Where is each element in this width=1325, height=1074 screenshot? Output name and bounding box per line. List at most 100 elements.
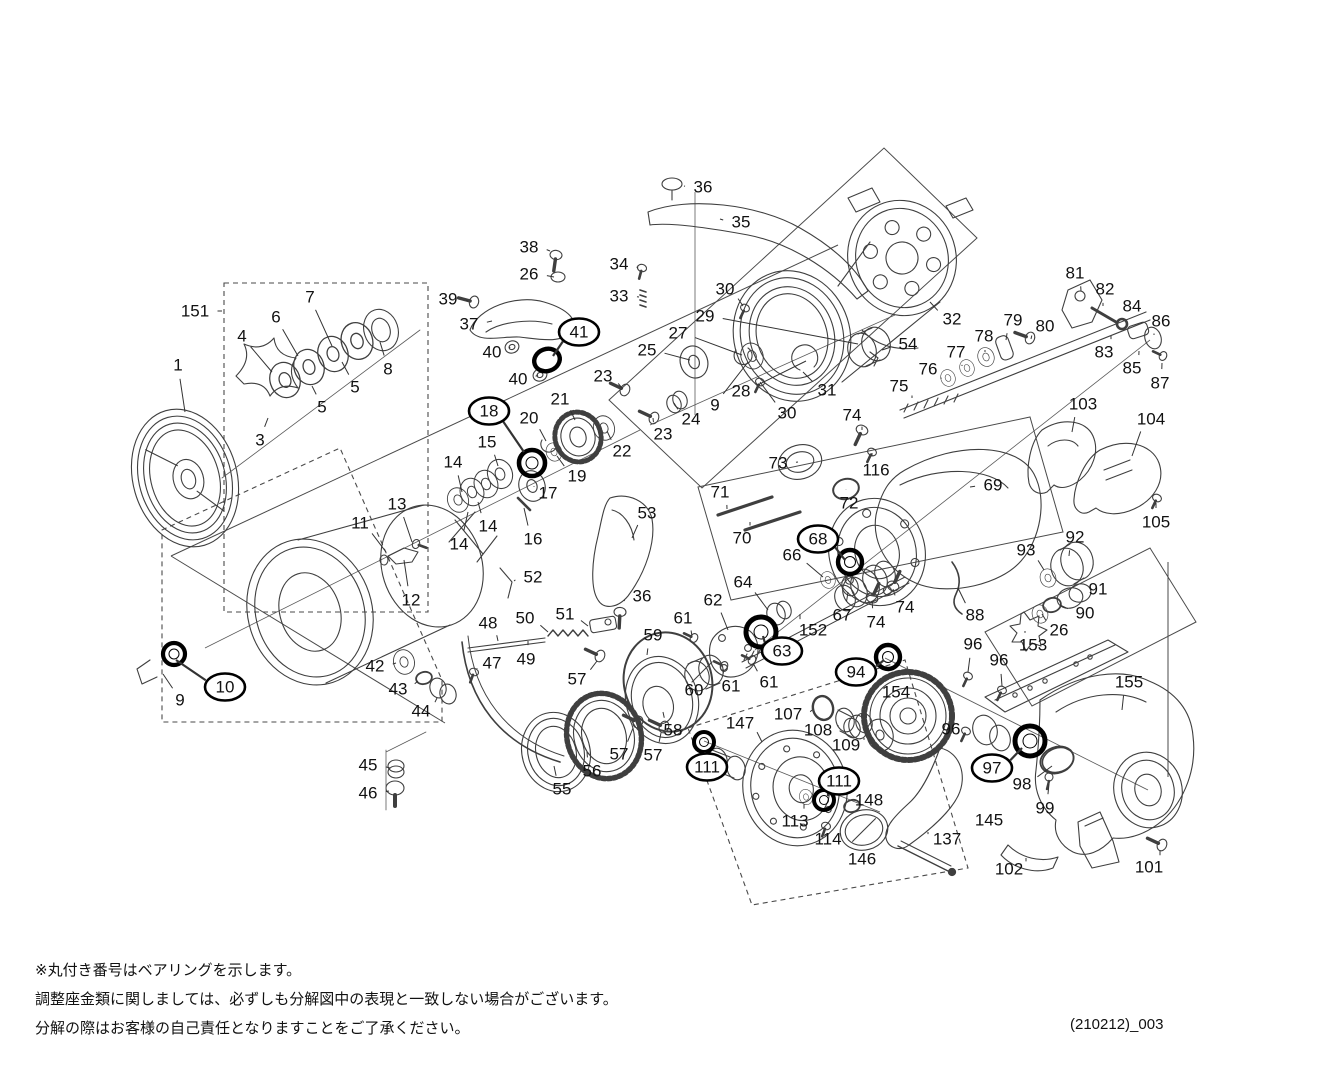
svg-text:79: 79 xyxy=(1004,311,1023,330)
part-label-31: 31 xyxy=(802,371,836,400)
svg-text:88: 88 xyxy=(966,606,985,625)
svg-text:147: 147 xyxy=(726,714,754,733)
svg-text:57: 57 xyxy=(610,745,629,764)
part-label-52: 52 xyxy=(513,568,542,587)
svg-text:62: 62 xyxy=(704,591,723,610)
svg-text:84: 84 xyxy=(1123,297,1142,316)
svg-text:56: 56 xyxy=(583,762,602,781)
svg-text:19: 19 xyxy=(568,467,587,486)
svg-text:3: 3 xyxy=(255,431,264,450)
part-label-102: 102 xyxy=(995,858,1027,879)
part-label-53: 53 xyxy=(631,504,656,539)
svg-text:70: 70 xyxy=(733,529,752,548)
svg-text:80: 80 xyxy=(1036,317,1055,336)
svg-text:97: 97 xyxy=(983,759,1002,778)
svg-text:103: 103 xyxy=(1069,395,1097,414)
part-label-116: 116 xyxy=(862,453,890,480)
svg-text:74: 74 xyxy=(867,613,886,632)
bail-wire-sketch xyxy=(390,567,618,763)
spool-flange-sketch xyxy=(130,408,240,548)
part-label-55: 55 xyxy=(553,765,571,799)
part-label-50: 50 xyxy=(516,609,549,633)
part-label-97: 97 xyxy=(970,747,1023,783)
svg-text:50: 50 xyxy=(516,609,535,628)
part-label-12: 12 xyxy=(402,559,420,610)
svg-text:32: 32 xyxy=(943,310,962,329)
svg-text:24: 24 xyxy=(682,410,701,429)
bearing-10-sketch xyxy=(160,640,188,668)
svg-text:148: 148 xyxy=(855,791,883,810)
svg-text:4: 4 xyxy=(237,327,246,346)
svg-text:75: 75 xyxy=(890,377,909,396)
part-label-96: 96 xyxy=(990,651,1008,687)
svg-text:57: 57 xyxy=(568,670,587,689)
part-label-74: 74 xyxy=(843,406,863,431)
svg-text:26: 26 xyxy=(520,265,539,284)
part-label-17: 17 xyxy=(533,484,557,503)
bearing-94-sketch xyxy=(873,642,903,672)
part-label-81: 81 xyxy=(1066,264,1084,292)
svg-text:13: 13 xyxy=(388,495,407,514)
arm-lever-sketch xyxy=(633,177,869,308)
part-label-148: 148 xyxy=(855,791,883,810)
bearing-41-sketch xyxy=(532,346,562,374)
svg-text:91: 91 xyxy=(1089,580,1108,599)
part-label-86: 86 xyxy=(1152,312,1170,335)
bearing-68-sketch xyxy=(835,547,865,577)
svg-text:109: 109 xyxy=(832,736,860,755)
svg-text:46: 46 xyxy=(359,784,378,803)
part-label-137: 137 xyxy=(927,830,961,849)
part-label-13: 13 xyxy=(388,495,413,543)
spool-body-sketch xyxy=(136,504,498,686)
svg-text:35: 35 xyxy=(732,213,751,232)
svg-text:87: 87 xyxy=(1151,374,1170,393)
part-label-109: 109 xyxy=(832,736,865,755)
svg-text:69: 69 xyxy=(984,476,1003,495)
svg-text:57: 57 xyxy=(644,746,663,765)
part-label-73: 73 xyxy=(769,454,799,473)
svg-text:15: 15 xyxy=(478,433,497,452)
svg-text:22: 22 xyxy=(613,442,632,461)
part-label-68: 68 xyxy=(796,524,846,561)
part-label-20: 20 xyxy=(520,409,547,442)
part-label-40: 40 xyxy=(483,343,511,362)
part-label-60: 60 xyxy=(685,677,703,700)
part-label-92: 92 xyxy=(1066,528,1084,557)
part-label-155: 155 xyxy=(1115,673,1143,711)
svg-text:145: 145 xyxy=(975,811,1003,830)
svg-text:155: 155 xyxy=(1115,673,1143,692)
handle-assembly-sketch xyxy=(708,694,963,877)
footnote-line: 調整座金類に関しましては、必ずしも分解図中の表現と一致しない場合がございます。 xyxy=(35,991,618,1008)
svg-text:83: 83 xyxy=(1095,343,1114,362)
svg-text:34: 34 xyxy=(610,255,629,274)
svg-text:104: 104 xyxy=(1137,410,1165,429)
part-label-18: 18 xyxy=(467,396,525,453)
part-label-152: 152 xyxy=(799,614,827,640)
svg-text:9: 9 xyxy=(710,396,719,415)
part-label-154: 154 xyxy=(882,683,910,702)
part-label-96: 96 xyxy=(964,635,982,673)
part-label-76: 76 xyxy=(919,360,942,379)
part-label-1: 1 xyxy=(173,356,186,413)
svg-text:20: 20 xyxy=(520,409,539,428)
part-label-29: 29 xyxy=(696,307,859,345)
svg-text:11: 11 xyxy=(351,514,369,533)
svg-text:76: 76 xyxy=(919,360,938,379)
part-label-19: 19 xyxy=(556,455,587,486)
part-label-66: 66 xyxy=(783,546,824,578)
svg-text:116: 116 xyxy=(862,461,889,480)
svg-text:93: 93 xyxy=(1017,541,1036,560)
svg-text:42: 42 xyxy=(366,657,385,676)
svg-text:30: 30 xyxy=(778,404,797,423)
svg-text:108: 108 xyxy=(804,721,832,740)
part-label-43: 43 xyxy=(389,680,419,699)
svg-text:85: 85 xyxy=(1123,359,1142,378)
part-label-37: 37 xyxy=(460,315,493,334)
part-label-16: 16 xyxy=(523,507,542,549)
footnote-line: ※丸付き番号はベアリングを示します。 xyxy=(35,962,302,979)
part-label-83: 83 xyxy=(1095,336,1114,362)
svg-text:67: 67 xyxy=(833,606,852,625)
part-label-5: 5 xyxy=(311,385,327,417)
svg-text:36: 36 xyxy=(694,178,713,197)
